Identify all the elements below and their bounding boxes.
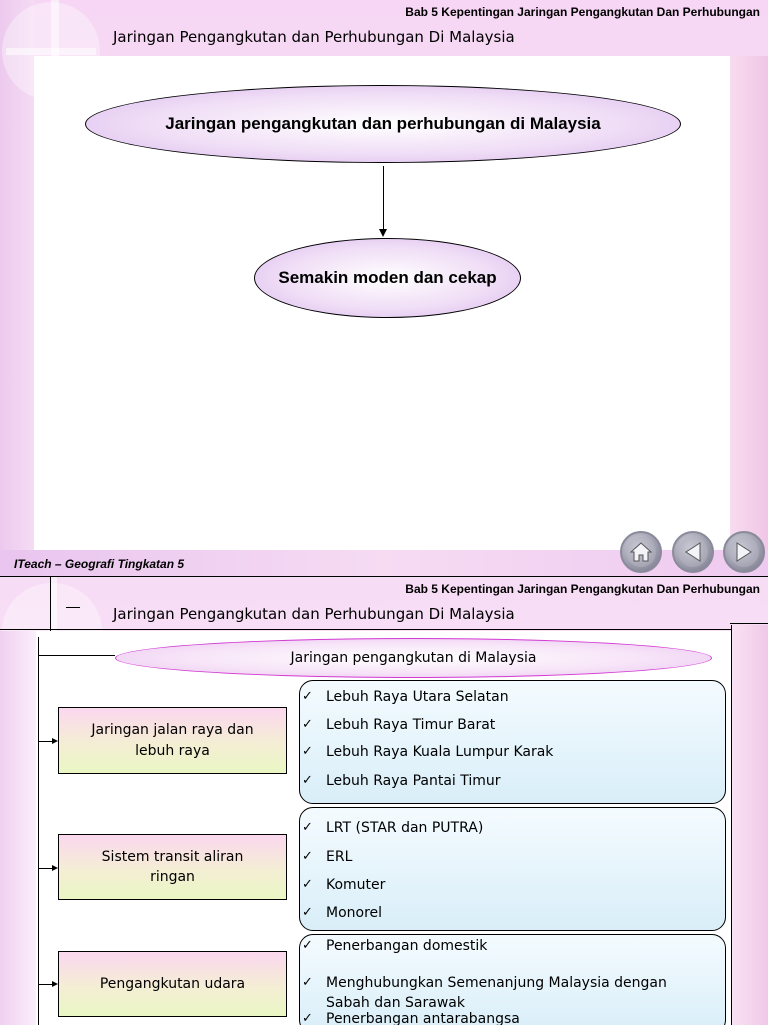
list-box: ✓Penerbangan domestik ✓Menghubungkan Sem… [299,934,726,1025]
arrow-head [52,981,58,987]
sub-topic-ellipse: Semakin moden dan cekap [254,238,521,318]
left-border [0,0,34,576]
left-border [0,631,36,1025]
chapter-header: Bab 5 Kepentingan Jaringan Pengangkutan … [405,5,760,19]
branch-arrow [38,741,56,742]
check-icon: ✓ [302,877,313,892]
list-item: ✓Lebuh Raya Pantai Timur [302,773,501,789]
list-item: ✓Lebuh Raya Kuala Lumpur Karak [302,744,554,760]
list-item: ✓Monorel [302,905,383,921]
left-tick [38,637,39,665]
list-item: ✓Menghubungkan Semenanjung Malaysia deng… [302,975,667,1011]
arrow-right-icon [736,542,752,562]
list-item: ✓Komuter [302,877,386,893]
list-item: ✓Penerbangan domestik [302,938,488,954]
check-icon: ✓ [302,849,313,864]
main-topic-ellipse: Jaringan pengangkutan dan perhubungan di… [85,85,681,163]
right-border [730,56,768,556]
root-label: Jaringan pengangkutan di Malaysia [290,650,537,666]
right-border [731,625,768,1025]
decor-bar [50,577,57,671]
trunk-line [38,655,39,1025]
list-item: ✓LRT (STAR dan PUTRA) [302,820,484,836]
category-box: Pengangkutan udara [58,951,287,1017]
root-ellipse: Jaringan pengangkutan di Malaysia [115,638,712,678]
check-icon: ✓ [302,938,313,953]
check-icon: ✓ [302,820,313,835]
category-box: Jaringan jalan raya dan lebuh raya [58,707,287,774]
decor-dash [66,607,80,608]
page-title: Jaringan Pengangkutan dan Perhubungan Di… [113,28,515,46]
decor-bar [6,48,96,55]
check-icon: ✓ [302,717,313,732]
check-icon: ✓ [302,773,313,788]
chapter-header: Bab 5 Kepentingan Jaringan Pengangkutan … [405,582,760,596]
list-box: ✓LRT (STAR dan PUTRA) ✓ERL ✓Komuter ✓Mon… [299,807,726,931]
check-icon: ✓ [302,1011,313,1025]
header-divider [0,629,768,630]
trunk-connector [38,655,115,656]
list-item: ✓Lebuh Raya Utara Selatan [302,689,509,705]
category-box: Sistem transit aliran ringan [58,834,287,900]
category-label: Jaringan jalan raya dan lebuh raya [91,722,254,759]
connector-arrow [383,166,384,230]
page-title: Jaringan Pengangkutan dan Perhubungan Di… [113,605,515,623]
check-icon: ✓ [302,975,313,990]
sub-topic-label: Semakin moden dan cekap [278,268,497,287]
arrow-head [52,738,58,744]
right-border-top [730,623,768,624]
slide-1: Bab 5 Kepentingan Jaringan Pengangkutan … [0,0,768,576]
arrow-head [52,865,58,871]
check-icon: ✓ [302,744,313,759]
branch-arrow [38,984,56,985]
home-icon [630,542,652,562]
check-icon: ✓ [302,689,313,704]
list-box: ✓Lebuh Raya Utara Selatan ✓Lebuh Raya Ti… [299,680,726,804]
arrow-left-icon [685,542,701,562]
arrow-head [379,229,387,237]
check-icon: ✓ [302,905,313,920]
list-item: ✓ERL [302,849,353,865]
home-button[interactable] [620,531,662,573]
branch-arrow [38,868,56,869]
list-item: ✓Lebuh Raya Timur Barat [302,717,496,733]
footer-text: ITeach – Geografi Tingkatan 5 [14,557,185,571]
list-item: ✓Penerbangan antarabangsa [302,1011,520,1025]
category-label: Sistem transit aliran ringan [101,848,244,885]
next-button[interactable] [723,531,765,573]
category-label: Pengangkutan udara [99,975,246,992]
slide-2: Bab 5 Kepentingan Jaringan Pengangkutan … [0,576,768,1025]
previous-button[interactable] [672,531,714,573]
main-topic-label: Jaringan pengangkutan dan perhubungan di… [165,114,601,133]
